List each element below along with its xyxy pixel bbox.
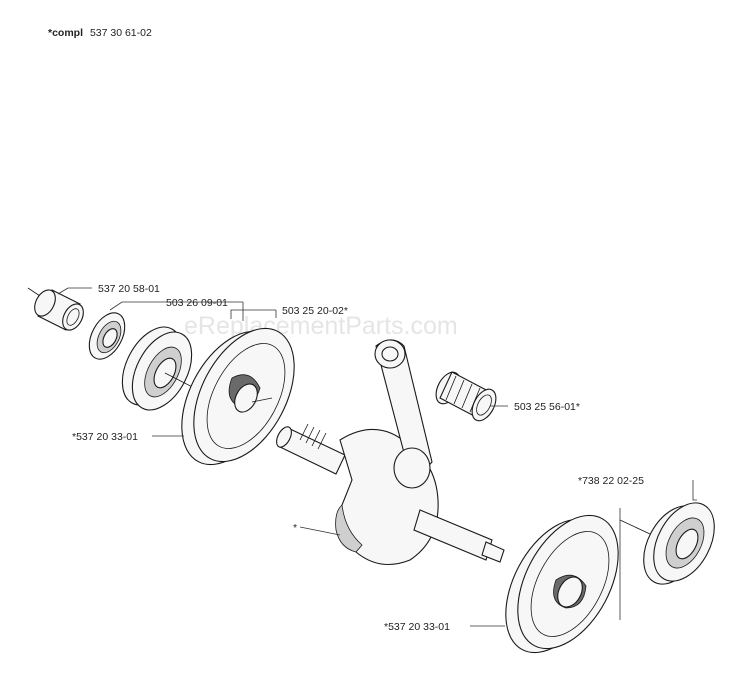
label-seal-left: 503 26 09-01	[166, 297, 228, 309]
seal-part	[88, 312, 126, 360]
bearing-left-part	[121, 326, 211, 411]
crankshaft-part	[276, 339, 505, 566]
label-flywheel-half-left: *537 20 33-01	[72, 431, 138, 443]
leader-lines	[57, 287, 697, 627]
label-bearing-left: 503 25 20-02*	[282, 305, 348, 317]
needle-bearing-part	[435, 371, 497, 422]
assembly-header: *compl 537 30 61-02	[48, 27, 152, 39]
flywheel-half-left-part	[181, 327, 295, 466]
label-crankshaft: *	[293, 522, 297, 534]
flywheel-half-right-part	[505, 514, 619, 654]
label-sleeve: 537 20 58-01	[98, 283, 160, 295]
bearing-right-part	[619, 502, 715, 585]
assembly-prefix: *compl	[48, 27, 83, 39]
label-needle-bearing: 503 25 56-01*	[514, 401, 580, 413]
sleeve-part	[27, 287, 84, 331]
watermark: eReplacementParts.com	[184, 312, 458, 340]
assembly-number: 537 30 61-02	[90, 27, 152, 39]
label-bearing-right: *738 22 02-25	[578, 475, 644, 487]
label-flywheel-half-right: *537 20 33-01	[384, 621, 450, 633]
